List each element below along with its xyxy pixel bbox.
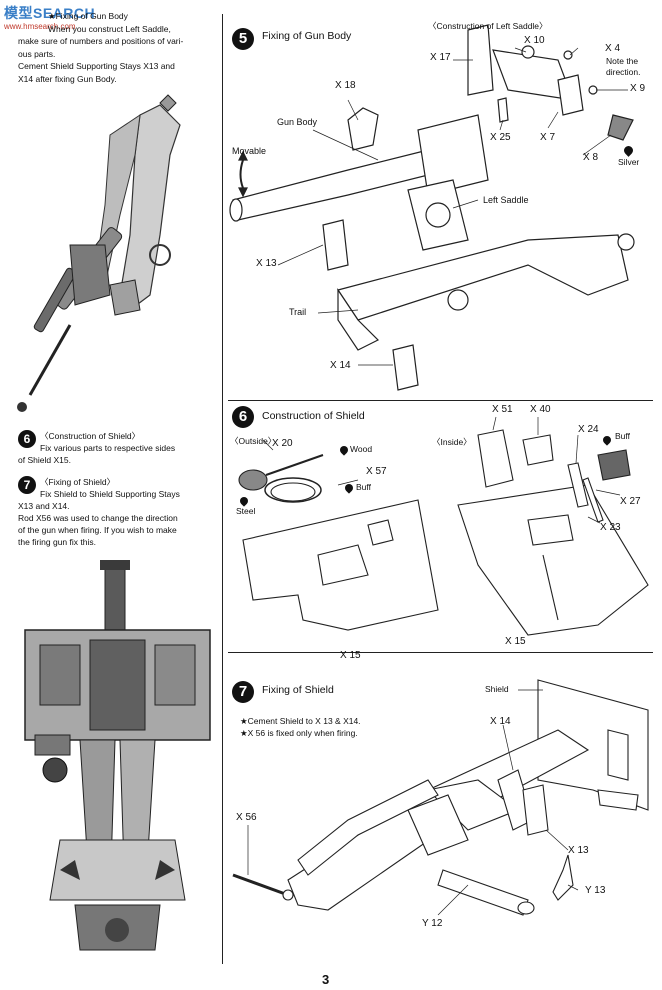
step-7-note-1: ★Cement Shield to X 13 & X14. xyxy=(240,716,361,726)
intro-line: make sure of numbers and positions of va… xyxy=(18,36,184,46)
column-divider xyxy=(222,14,223,964)
label-gun-body: Gun Body xyxy=(277,117,318,127)
label-x14-step7: X 14 xyxy=(490,716,511,727)
intro-line: ous parts. xyxy=(18,48,56,59)
step-line: Fix various parts to respective sides xyxy=(40,443,176,453)
label-steel: Steel xyxy=(236,506,256,516)
label-x13-step7: X 13 xyxy=(568,845,589,856)
step-line: of the gun when firing. If you wish to m… xyxy=(18,525,177,535)
label-x18: X 18 xyxy=(335,80,356,91)
label-x15-inside: X 15 xyxy=(505,636,526,647)
section-divider xyxy=(228,400,653,401)
label-inside: 〈Inside〉 xyxy=(432,437,472,447)
label-construction-left-saddle: 〈Construction of Left Saddle〉 xyxy=(428,21,548,31)
label-wood: Wood xyxy=(350,444,373,454)
label-left-saddle: Left Saddle xyxy=(483,195,529,205)
step-number-7: 7 xyxy=(18,476,36,494)
label-x15-outside: X 15 xyxy=(340,650,361,661)
label-x40: X 40 xyxy=(530,404,551,415)
watermark-logo: 模型SEARCH xyxy=(4,5,96,21)
label-x10: X 10 xyxy=(524,35,545,46)
step-7-title: Fixing of Shield xyxy=(262,684,334,696)
step-6-diagram xyxy=(238,416,649,636)
label-buff-inside: Buff xyxy=(615,431,630,441)
left-step-7-text: 〈Fixing of Shield〉 Fix Shield to Shield … xyxy=(40,476,215,500)
label-x14: X 14 xyxy=(330,360,351,371)
left-step-6-text-2: of Shield X15. xyxy=(18,455,71,465)
page-number: 3 xyxy=(322,972,330,987)
label-x9: X 9 xyxy=(630,83,646,94)
step-number-5: 5 xyxy=(232,28,254,50)
intro-line: ★Fixing of Gun Body xyxy=(48,11,128,21)
label-y12: Y 12 xyxy=(422,918,443,929)
intro-line: Cement Shield Supporting Stays X13 and xyxy=(18,61,175,71)
label-shield: Shield xyxy=(485,684,509,694)
intro-line: X14 after fixing Gun Body. xyxy=(18,73,117,84)
label-x17: X 17 xyxy=(430,52,451,63)
label-direction: direction. xyxy=(606,67,641,77)
step-number-7-main: 7 xyxy=(232,681,254,703)
step-line: Rod X56 was used to change the direction xyxy=(18,513,178,523)
label-x57: X 57 xyxy=(366,466,387,477)
step-title: 〈Fixing of Shield〉 xyxy=(40,477,116,487)
label-x8: X 8 xyxy=(583,152,599,163)
label-x24: X 24 xyxy=(578,424,599,435)
intro-line: When you construct Left Saddle, xyxy=(48,23,171,34)
section-divider xyxy=(228,652,653,653)
label-x20: X 20 xyxy=(272,438,293,449)
label-x4: X 4 xyxy=(605,43,621,54)
model-photo-bottom xyxy=(24,560,211,951)
label-buff: Buff xyxy=(356,482,371,492)
step-6-title: Construction of Shield xyxy=(262,410,365,422)
step-5-diagram xyxy=(229,24,635,391)
label-x56: X 56 xyxy=(236,812,257,823)
label-x27: X 27 xyxy=(620,496,641,507)
step-7-note-2: ★X 56 is fixed only when firing. xyxy=(240,728,358,738)
label-silver: Silver xyxy=(618,157,640,167)
step-line: X13 and X14. xyxy=(18,501,70,511)
step-7-diagram xyxy=(232,679,649,916)
label-note-the: Note the xyxy=(606,56,639,66)
step-title: 〈Construction of Shield〉 xyxy=(40,431,141,441)
model-photo-top xyxy=(10,94,215,425)
label-movable: Movable xyxy=(232,146,267,156)
step-number-6: 6 xyxy=(18,430,36,448)
step-line: the firing gun fix this. xyxy=(18,537,96,547)
label-y13: Y 13 xyxy=(585,885,606,896)
left-step-6-text: 〈Construction of Shield〉 Fix various par… xyxy=(40,430,215,454)
label-x51: X 51 xyxy=(492,404,513,415)
label-x13: X 13 xyxy=(256,258,277,269)
label-x23: X 23 xyxy=(600,522,621,533)
step-number-6-main: 6 xyxy=(232,406,254,428)
left-step-7-text-2: X13 and X14. Rod X56 was used to change … xyxy=(18,500,218,548)
label-x25: X 25 xyxy=(490,132,511,143)
label-outside: 〈Outside〉 xyxy=(230,436,277,446)
label-trail: Trail xyxy=(289,307,307,317)
watermark-url: www.hmsearch.com xyxy=(4,22,76,31)
label-x7: X 7 xyxy=(540,132,556,143)
intro-text: ★Fixing of Gun Body When you construct L… xyxy=(18,10,208,85)
step-line: Fix Shield to Shield Supporting Stays xyxy=(40,489,180,499)
step-5-title: Fixing of Gun Body xyxy=(262,30,352,42)
